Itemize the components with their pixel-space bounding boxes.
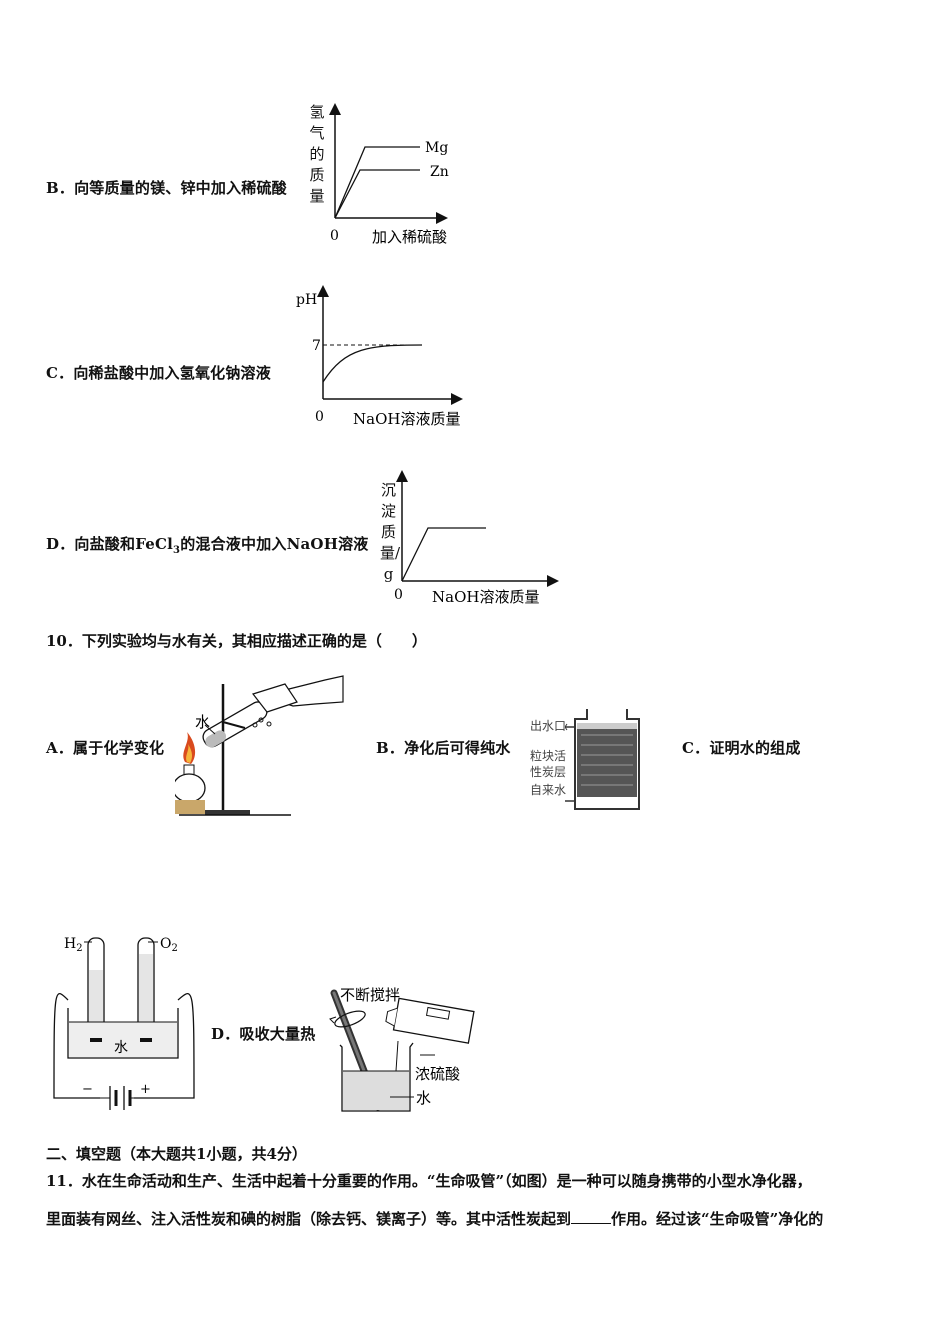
minus-label: − <box>82 1082 93 1097</box>
electrolysis-figure: H2 O2 水 − + <box>53 936 195 1110</box>
zn-line <box>334 169 420 219</box>
origin-label: 0 <box>394 587 403 603</box>
water-label: 水 <box>416 1089 431 1107</box>
precipitate-graph: 0 NaOH溶液质量 <box>394 470 559 606</box>
tick-7-label: 7 <box>312 338 321 354</box>
water-label: 水 <box>114 1040 128 1056</box>
q10-option-d-text: D．吸收大量热 <box>211 1025 316 1043</box>
carbon-layer-label-1: 粒块活 <box>530 749 567 763</box>
section-2-heading: 二、填空题（本大题共1小题，共4分） <box>46 1145 307 1163</box>
x-axis-label: NaOH溶液质量 <box>353 410 460 428</box>
outlet-label: 出水口 <box>530 719 567 733</box>
svg-text:H2: H2 <box>64 936 83 954</box>
option-d-text: D．向盐酸和FeCl3的混合液中加入NaOH溶液 <box>46 535 369 556</box>
x-axis-label: NaOH溶液质量 <box>432 588 539 606</box>
plus-label: + <box>140 1082 151 1097</box>
mg-line <box>334 146 420 219</box>
zn-label: Zn <box>430 164 449 180</box>
ph-curve <box>322 344 423 383</box>
question-10-stem: 10．下列实验均与水有关，其相应描述正确的是（ ） <box>46 632 427 650</box>
option-c-text: C．向稀盐酸中加入氢氧化钠溶液 <box>46 364 271 382</box>
inlet-label: 自来水 <box>530 783 567 797</box>
heating-water-figure: 水 <box>175 675 344 816</box>
svg-text:O2: O2 <box>160 936 178 954</box>
water-label: 水 <box>195 713 210 731</box>
y-axis-label: 沉淀质量/g <box>380 481 401 583</box>
ph-label: pH <box>296 292 317 308</box>
q10-option-a-text: A．属于化学变化 <box>46 739 165 757</box>
question-11-line-1: 11．水在生命活动和生产、生活中起着十分重要的作用。“生命吸管”（如图）是一种可… <box>46 1172 812 1190</box>
stir-label: 不断搅拌 <box>340 986 400 1004</box>
origin-label: 0 <box>315 409 324 425</box>
question-11-line-2: 里面装有网丝、注入活性炭和碘的树脂（除去钙、镁离子）等。其中活性炭起到作用。经过… <box>46 1209 824 1228</box>
y-axis-label: 氢气的质量 <box>309 103 325 205</box>
dilution-figure: 不断搅拌 浓硫酸 水 <box>329 986 475 1112</box>
q10-option-b-text: B．净化后可得纯水 <box>376 739 511 757</box>
x-axis-label: 加入稀硫酸 <box>372 228 447 246</box>
precipitate-line <box>401 527 486 582</box>
ph-graph: pH 7 0 NaOH溶液质量 <box>296 285 463 428</box>
acid-label: 浓硫酸 <box>415 1065 460 1083</box>
answer-blank[interactable] <box>571 1209 612 1224</box>
q10-option-c-text: C．证明水的组成 <box>682 739 801 757</box>
origin-label: 0 <box>330 228 339 244</box>
water-purifier-figure <box>565 709 640 810</box>
mg-label: Mg <box>425 140 448 156</box>
hydrogen-mass-graph: Mg Zn 0 加入稀硫酸 <box>329 103 449 246</box>
option-b-text: B．向等质量的镁、锌中加入稀硫酸 <box>46 179 287 197</box>
carbon-layer-label-2: 性炭层 <box>530 765 567 779</box>
